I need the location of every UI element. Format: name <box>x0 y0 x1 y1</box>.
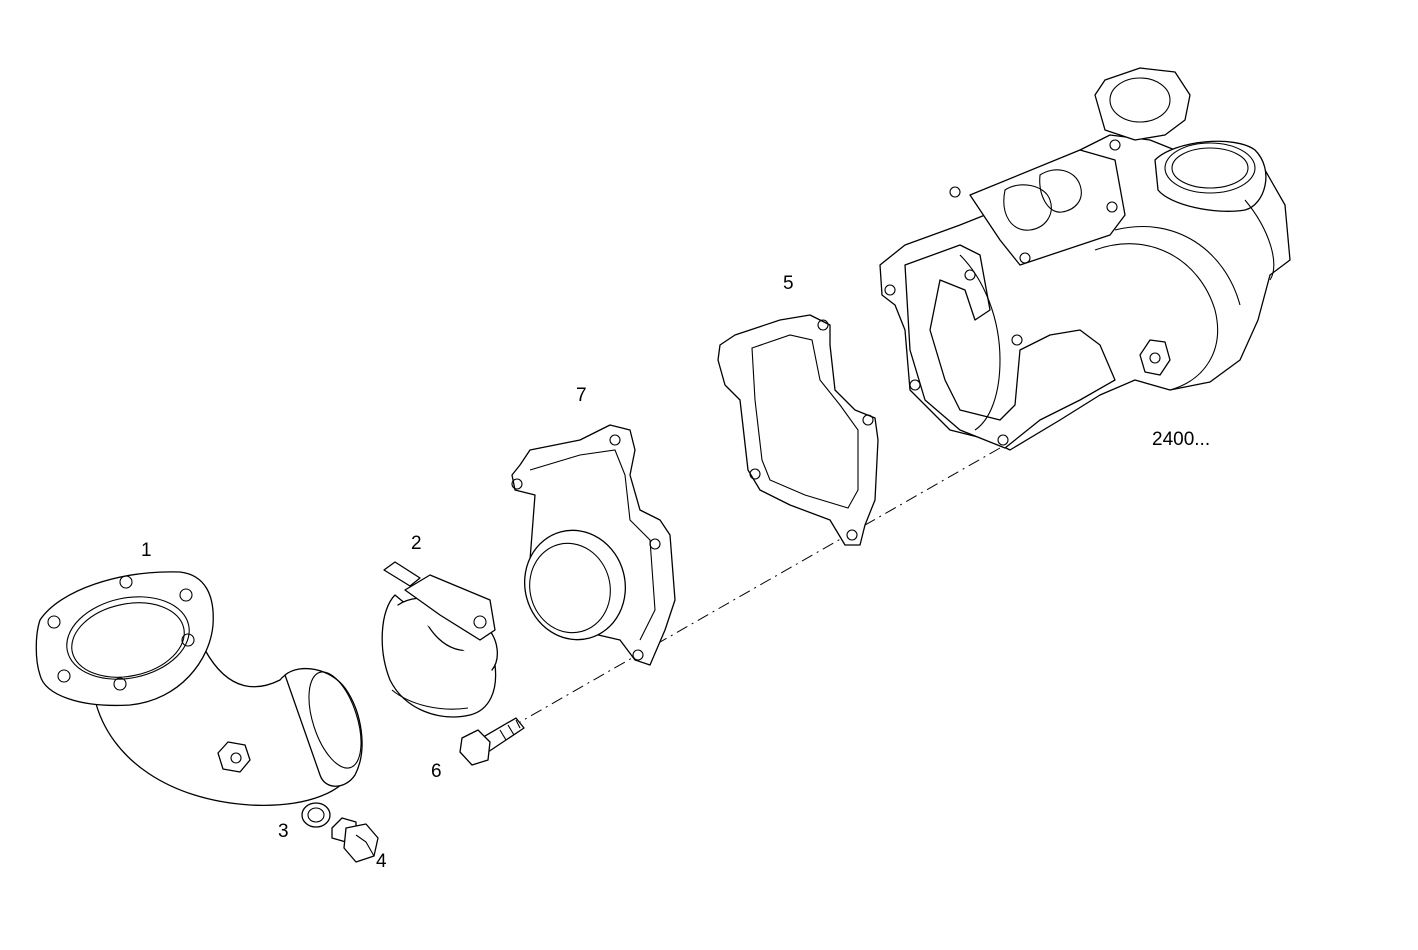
callout-1: 1 <box>141 540 152 561</box>
part-6-bolt <box>459 717 525 766</box>
callout-7: 7 <box>576 385 587 406</box>
part-7-outlet-flange <box>511 424 676 666</box>
callout-5: 5 <box>783 273 794 294</box>
part-2-clamp <box>381 561 498 718</box>
callout-2: 2 <box>411 533 422 554</box>
callout-3: 3 <box>278 821 289 842</box>
turbocharger-assembly <box>879 67 1291 451</box>
part-4-plug-screw <box>331 817 379 863</box>
assembly-axis-line <box>519 447 1001 723</box>
reference-label: 2400... <box>1152 429 1211 450</box>
callout-6: 6 <box>431 761 442 782</box>
callout-4: 4 <box>376 851 387 872</box>
part-3-washer <box>301 802 331 828</box>
part-1-elbow-pipe <box>35 571 363 806</box>
part-5-gasket <box>717 314 879 546</box>
